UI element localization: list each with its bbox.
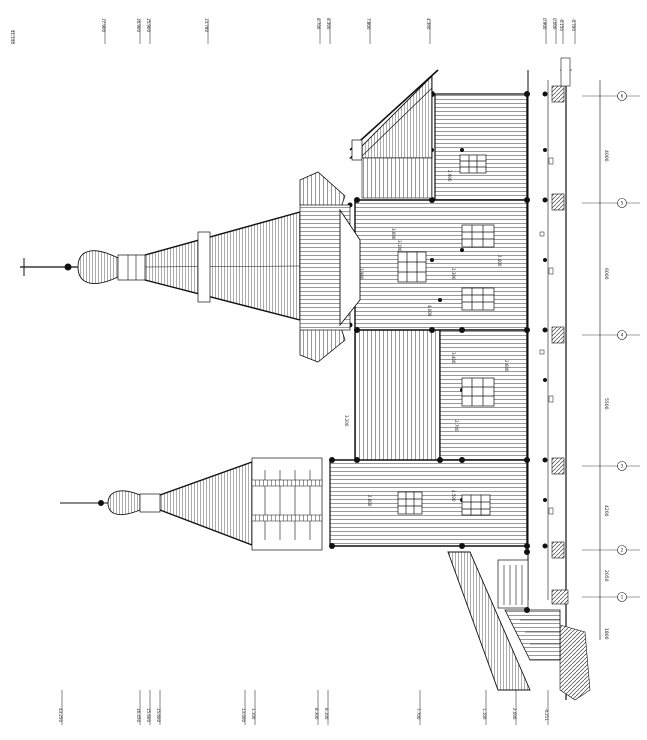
inner-label: 3.100 xyxy=(397,240,402,252)
dimension: 1800 xyxy=(603,628,609,640)
porch-stairs xyxy=(447,549,561,691)
window xyxy=(461,377,495,407)
elevation-mark: 1.100 xyxy=(482,708,487,720)
elevation-ticks-top xyxy=(13,20,576,44)
elevation-mark: 13.780 xyxy=(204,18,209,32)
dimension: 2050 xyxy=(603,570,609,582)
axis-labels: 6 5 4 3 2 1 xyxy=(621,94,624,600)
elevation-mark: 17.900 xyxy=(101,18,106,32)
elevation-mark: 8.100 xyxy=(324,708,329,720)
inner-label: 2.600 xyxy=(504,360,509,372)
axis-mark: 3 xyxy=(621,464,624,469)
elevation-mark: 16.900 xyxy=(136,18,141,32)
inner-label: 3.600 xyxy=(391,228,396,240)
window xyxy=(461,494,491,516)
inner-label: 4.500 xyxy=(451,490,456,502)
elevation-mark: 15.600 xyxy=(156,708,161,722)
dimension: 6000 xyxy=(603,268,609,280)
inner-label: 4.000 xyxy=(427,305,432,317)
inner-label: 2.900 xyxy=(447,170,452,182)
elevation-mark: 4.300 xyxy=(426,18,431,30)
elevation-mark: 8.700 xyxy=(316,18,321,30)
elevation-ticks-bottom xyxy=(61,690,549,725)
elevation-mark: -0.211 xyxy=(544,708,549,721)
elevation-mark: 7.700 xyxy=(416,708,421,720)
axis-mark: 2 xyxy=(621,548,624,553)
elevation-mark: 15.900 xyxy=(146,18,151,32)
dimension: 4200 xyxy=(603,505,609,517)
dimension: 5500 xyxy=(603,398,609,410)
elevation-marks-bottom: 43.250 16.450 15.600 15.600 13.000 1.100… xyxy=(58,708,549,722)
elevation-mark: 16.450 xyxy=(136,708,141,722)
elevation-mark: 0.900 xyxy=(542,18,547,30)
elevation-mark: -0.150 xyxy=(559,18,564,31)
wall-details xyxy=(539,157,554,515)
inner-label: 2.400 xyxy=(497,255,502,267)
window xyxy=(459,154,487,174)
elevation-mark: 0.000 xyxy=(552,18,557,30)
dimension-labels: 4000 6000 5500 4200 2050 1800 xyxy=(603,150,609,640)
elevation-mark: 13.000 xyxy=(241,708,246,722)
right-gable-roof xyxy=(348,69,439,199)
inner-label: 2.700 xyxy=(454,420,459,432)
elevation-mark: -0.700 xyxy=(571,18,576,31)
elevation-mark: 41.140 xyxy=(10,30,15,44)
main-tent-roof xyxy=(20,171,361,363)
elevation-mark: 8.300 xyxy=(326,18,331,30)
window xyxy=(397,251,427,283)
inner-label: 3.400 xyxy=(451,352,456,364)
window xyxy=(397,491,423,515)
inner-label: 3.900 xyxy=(359,268,364,280)
elevation-mark: 43.250 xyxy=(58,708,63,722)
window xyxy=(461,224,495,248)
grid-axes xyxy=(582,80,640,640)
elevation-marks-top: 41.140 17.900 16.900 15.900 13.780 8.700… xyxy=(10,18,576,44)
porch-tent-roof xyxy=(60,457,323,551)
elevation-mark: 7.800 xyxy=(366,18,371,30)
elevation-mark: 2.000 xyxy=(512,708,517,720)
windows xyxy=(397,154,495,516)
inner-label: 3.200 xyxy=(344,415,349,427)
inner-labels: 2.900 3.600 2.300 4.000 3.400 2.600 3.20… xyxy=(344,170,509,507)
dimension: 4000 xyxy=(603,150,609,162)
axis-mark: 6 xyxy=(621,94,624,99)
axis-mark: 5 xyxy=(621,201,624,206)
axis-mark: 4 xyxy=(621,333,624,338)
inner-label: 2.800 xyxy=(367,495,372,507)
axis-mark: 1 xyxy=(621,595,624,600)
window xyxy=(461,287,495,311)
elevation-mark: 1.100 xyxy=(251,708,256,720)
foundation xyxy=(527,57,591,701)
inner-label: 2.300 xyxy=(451,268,456,280)
elevation-mark: 15.600 xyxy=(146,708,151,722)
elevation-mark: 8.300 xyxy=(314,708,319,720)
